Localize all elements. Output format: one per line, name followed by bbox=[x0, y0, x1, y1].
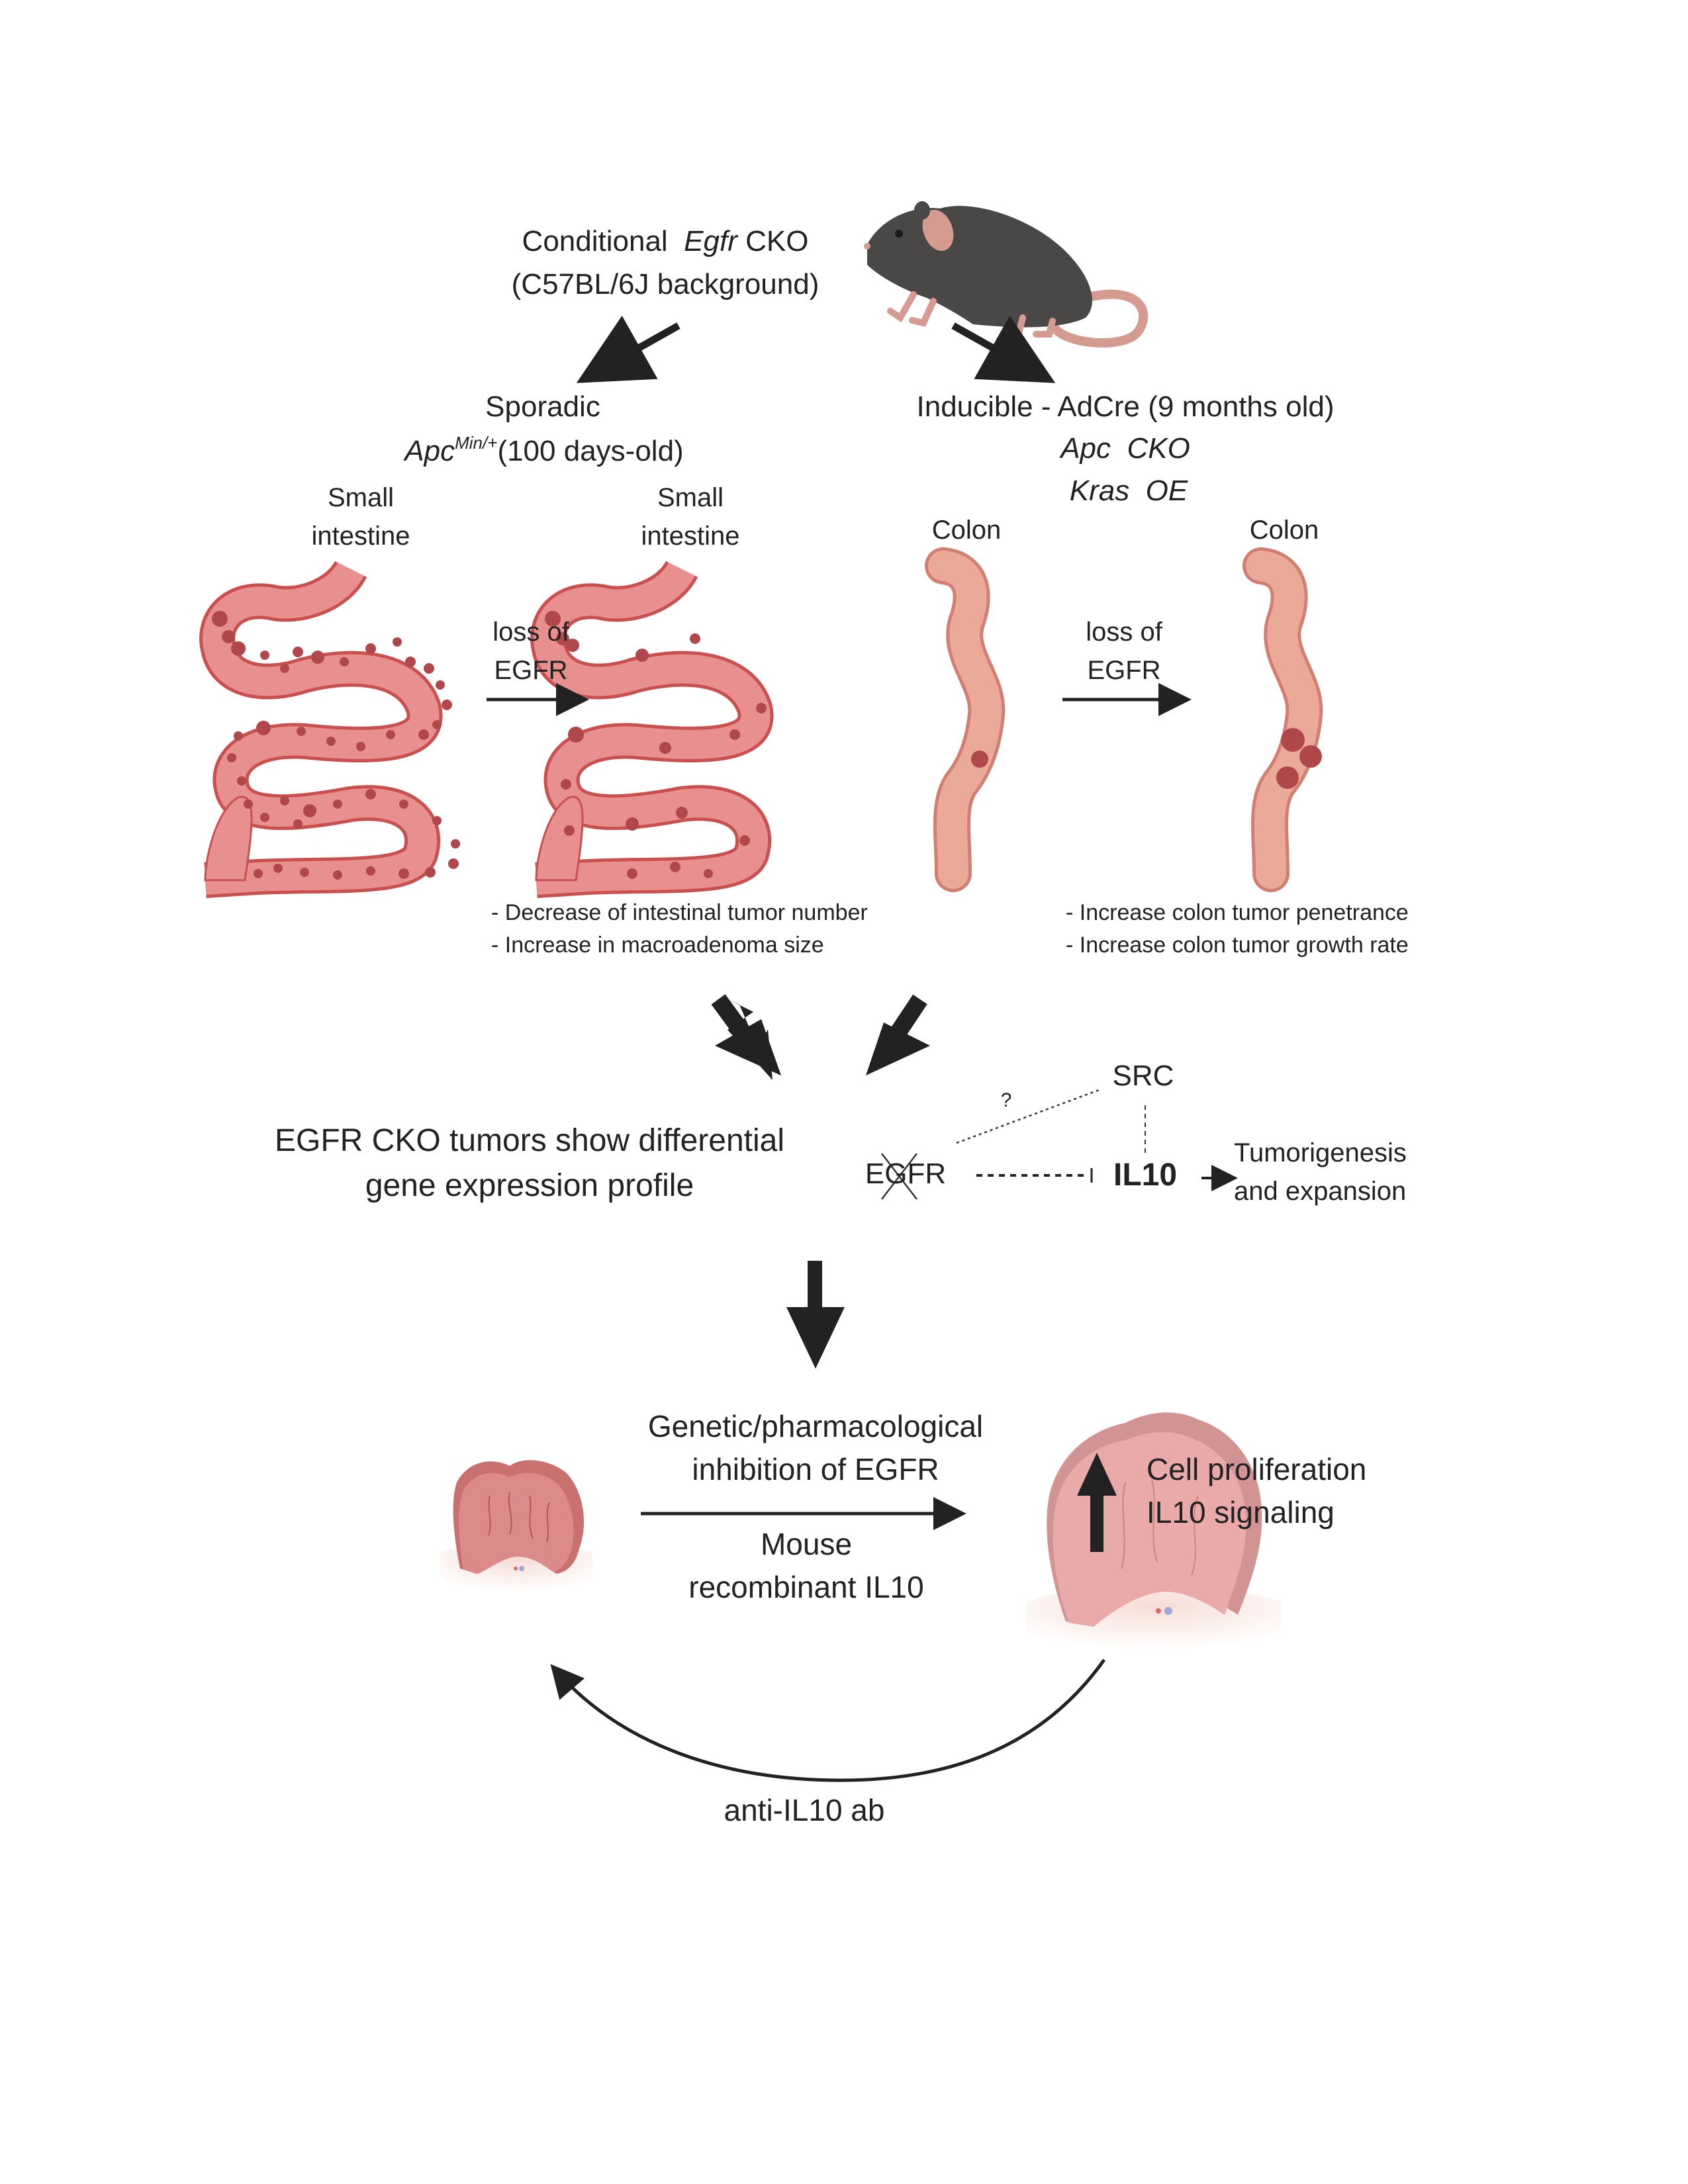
intestine-tumors-after bbox=[545, 611, 767, 879]
arrow-to-inducible bbox=[951, 315, 1056, 383]
egfr-crossed-label: EGFR bbox=[865, 1158, 947, 1190]
treatment-top-2: inhibition of EGFR bbox=[692, 1452, 939, 1486]
effect-line-2: IL10 signaling bbox=[1147, 1495, 1335, 1529]
colon-transition-2: EGFR bbox=[1087, 656, 1161, 685]
outcome-line-2: and expansion bbox=[1234, 1177, 1407, 1206]
title-gene: Egfr bbox=[684, 225, 737, 257]
intestine-transition-2: EGFR bbox=[494, 656, 568, 685]
kras-oe: Kras OE bbox=[1069, 475, 1188, 507]
summary-line-2: gene expression profile bbox=[365, 1168, 694, 1203]
tissue-label-before-1: Small bbox=[327, 483, 395, 512]
sporadic-title: Sporadic bbox=[485, 390, 600, 423]
inducible-title: Inducible - AdCre (9 months old) bbox=[916, 390, 1335, 423]
tissue-label-after-2: intestine bbox=[641, 522, 740, 551]
colon-finding-2: - Increase colon tumor growth rate bbox=[1066, 933, 1409, 958]
intestine-finding-2: - Increase in macroadenoma size bbox=[491, 933, 824, 958]
intestine-transition-1: loss of bbox=[492, 617, 569, 647]
converge-arrow-right bbox=[866, 994, 930, 1075]
title-suffix: CKO bbox=[745, 225, 809, 257]
small-intestine-before bbox=[199, 560, 443, 898]
apc-cko: Apc CKO bbox=[1060, 432, 1190, 465]
intestine-tumors-before bbox=[212, 611, 460, 880]
il10-label: IL10 bbox=[1113, 1158, 1178, 1193]
colon-transition-1: loss of bbox=[1086, 617, 1162, 647]
arrow-to-sporadic bbox=[576, 315, 680, 383]
intestine-finding-1: - Decrease of intestinal tumor number bbox=[491, 900, 868, 925]
treatment-bottom-2: recombinant IL10 bbox=[688, 1570, 924, 1604]
summary-line-1: EGFR CKO tumors show differential bbox=[274, 1123, 785, 1158]
small-intestine-after bbox=[530, 560, 774, 898]
colon-finding-1: - Increase colon tumor penetrance bbox=[1066, 900, 1409, 925]
tissue-label-after-1: Small bbox=[657, 483, 724, 512]
egfr-cross-mark bbox=[881, 1153, 917, 1200]
anti-il10-label: anti-IL10 ab bbox=[724, 1793, 885, 1827]
mouse-icon bbox=[864, 201, 1149, 348]
src-label: SRC bbox=[1112, 1060, 1174, 1092]
colon-after bbox=[1243, 547, 1323, 892]
tissue-label-before-2: intestine bbox=[311, 522, 410, 551]
converge-arrow-left-g bbox=[711, 994, 781, 1075]
large-tumor-icon bbox=[1026, 1412, 1281, 1650]
down-arrow bbox=[786, 1261, 845, 1369]
egfr-cko-title: Conditional Egfr CKO bbox=[522, 227, 809, 256]
egfr-src-dotted-line bbox=[956, 1089, 1100, 1144]
treatment-top-1: Genetic/pharmacological bbox=[647, 1409, 984, 1443]
treatment-bottom-1: Mouse bbox=[760, 1527, 853, 1561]
small-tumor-icon bbox=[440, 1460, 592, 1593]
outcome-line-1: Tumorigenesis bbox=[1234, 1138, 1407, 1167]
title-prefix: Conditional bbox=[522, 225, 668, 257]
colon-before bbox=[925, 547, 1006, 892]
question-mark: ? bbox=[1000, 1089, 1012, 1111]
apc-gene: Apc bbox=[404, 435, 455, 467]
apc-age: (100 days-old) bbox=[497, 435, 684, 467]
colon-label-after: Colon bbox=[1249, 516, 1319, 545]
background-strain: (C57BL/6J background) bbox=[511, 268, 820, 300]
colon-label-before: Colon bbox=[931, 516, 1002, 545]
feedback-curve-arrow bbox=[550, 1659, 1106, 1782]
effect-line-1: Cell proliferation bbox=[1147, 1452, 1367, 1486]
apc-genotype: Min/+ bbox=[455, 433, 498, 453]
apc-min-model: ApcMin/+(100 days-old) bbox=[404, 434, 683, 466]
